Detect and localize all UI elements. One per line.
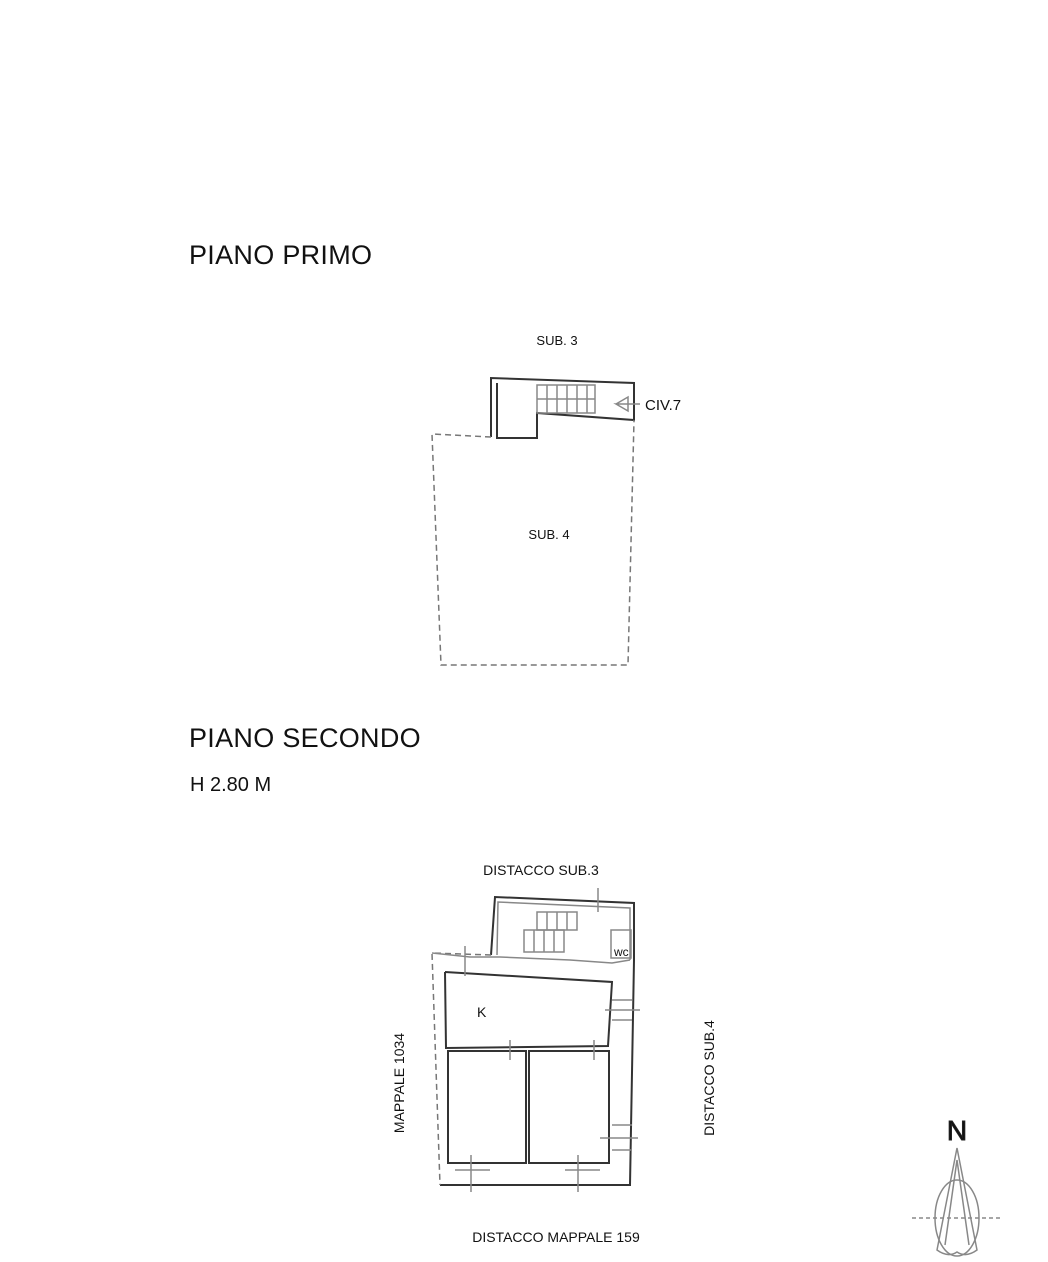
ceiling-height: H 2.80 M [190,774,272,796]
compass-north-label: N [947,1115,967,1146]
entrance-arrow-icon [613,395,640,413]
label-mappale-1034: MAPPALE 1034 [391,1033,407,1133]
wc-room [610,929,632,959]
label-distacco-sub3: DISTACCO SUB.3 [483,862,599,878]
label-wc: wc [613,945,629,959]
second-floor-plan: DISTACCO SUB.3 wc K DISTACCO MA [391,862,717,1245]
label-distacco-sub4: DISTACCO SUB.4 [701,1020,717,1136]
room-right [528,1050,610,1164]
label-civ7: CIV.7 [645,397,681,414]
label-sub4: SUB. 4 [528,527,569,542]
first-floor-stairs [536,384,596,414]
north-arrow-icon: N [912,1115,1002,1257]
label-sub3: SUB. 3 [536,333,577,348]
first-floor-plan: SUB. 3 CIV.7 SUB. 4 [431,333,681,666]
label-distacco-mappale-159: DISTACCO MAPPALE 159 [472,1229,640,1245]
kitchen-room [444,971,614,1050]
room-left [447,1050,527,1164]
first-floor-title: PIANO PRIMO [189,240,373,270]
second-floor-stairs [523,911,578,953]
label-k: K [477,1004,487,1020]
sub4-outline [431,419,635,666]
second-floor-title: PIANO SECONDO [189,723,421,753]
